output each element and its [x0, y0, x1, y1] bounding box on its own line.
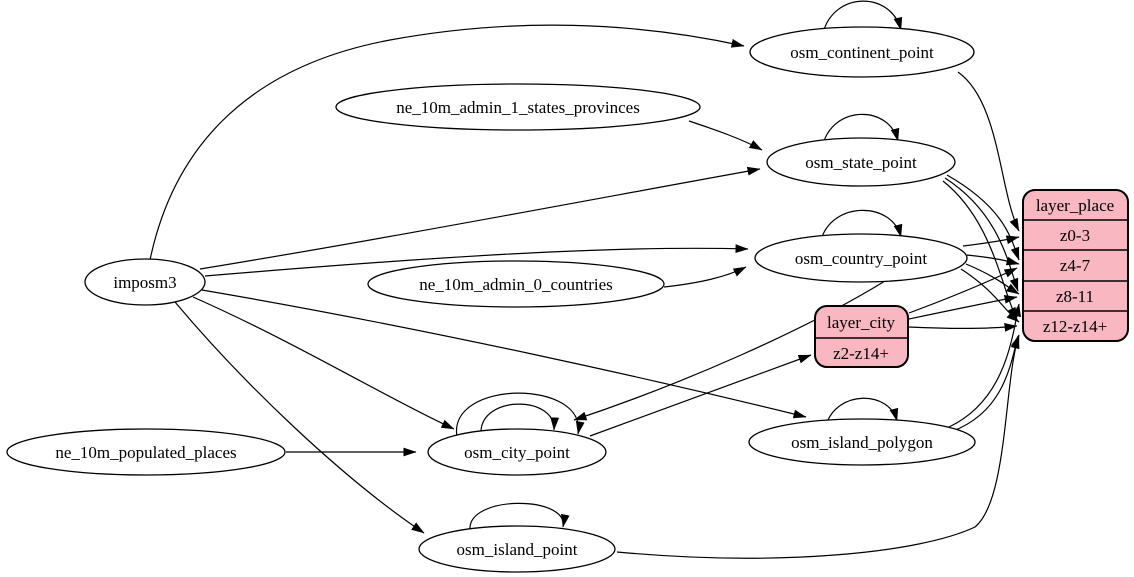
node-osm_country_point-label: osm_country_point	[795, 249, 927, 268]
edges-layer	[149, 0, 1022, 559]
node-ne_10m_populated_places: ne_10m_populated_places	[6, 428, 286, 476]
record-layer_place-title: layer_place	[1036, 196, 1114, 215]
node-osm_state_point: osm_state_point	[766, 137, 956, 187]
edge-imposm3-osm_city_point	[192, 296, 455, 430]
node-osm_city_point-label: osm_city_point	[464, 443, 570, 462]
self-loop-osm_continent_point	[822, 0, 903, 34]
edge-layer_city-layer_place-z8-11	[908, 294, 1018, 320]
self-loop-osm_city_point-outer	[456, 392, 585, 438]
node-ne_10m_populated_places-shape	[6, 428, 286, 476]
node-osm_country_point: osm_country_point	[754, 233, 968, 283]
node-imposm3: imposm3	[84, 258, 206, 306]
node-osm_island_point-label: osm_island_point	[457, 540, 578, 559]
nodes-layer: imposm3 ne_10m_admin_1_states_provinces …	[6, 26, 976, 573]
node-ne_10m_populated_places-label: ne_10m_populated_places	[55, 443, 236, 462]
edge-osm_country_point-layer_place-z0-3	[962, 235, 1020, 247]
self-loop-osm_country_point	[820, 209, 903, 241]
node-ne_10m_admin_0_countries: ne_10m_admin_0_countries	[367, 260, 665, 308]
edge-osm_continent_point-layer_place-z0-3	[957, 71, 1020, 232]
node-ne_10m_admin_1_states_provinces: ne_10m_admin_1_states_provinces	[335, 83, 701, 131]
node-osm_island_polygon: osm_island_polygon	[748, 418, 976, 466]
edge-imposm3-osm_country_point	[204, 244, 749, 277]
node-osm_island_point: osm_island_point	[418, 525, 616, 573]
node-osm_country_point-shape	[754, 233, 968, 283]
edge-osm_island_polygon-layer_place-z8-11	[948, 303, 1022, 428]
node-ne_10m_admin_1_states_provinces-shape	[335, 83, 701, 131]
node-osm_island_polygon-shape	[748, 418, 976, 466]
record-layer_city-box	[814, 305, 909, 368]
node-osm_state_point-shape	[766, 137, 956, 187]
node-osm_state_point-label: osm_state_point	[805, 153, 917, 172]
edge-layer_city-layer_place-z12-z14	[908, 323, 1018, 332]
record-layer_place-row-z0-3: z0-3	[1060, 226, 1090, 245]
edge-imposm3-osm_continent_point	[149, 24, 745, 261]
node-osm_city_point-shape	[427, 428, 607, 476]
edge-osm_island_polygon-layer_place-z12-z14	[952, 335, 1020, 432]
self-loop-osm_state_point	[822, 113, 900, 145]
edge-osm_state_point-layer_place-z8-11	[944, 177, 1019, 292]
edge-imposm3-osm_state_point	[199, 166, 761, 270]
node-osm_continent_point-label: osm_continent_point	[790, 43, 934, 62]
node-imposm3-label: imposm3	[113, 273, 176, 292]
record-layer_place: layer_place z0-3 z4-7 z8-11 z12-z14+	[1022, 189, 1129, 342]
edge-ne_10m_admin_0_countries-osm_country_point	[663, 266, 747, 288]
record-layer_city: layer_city z2-z14+	[814, 305, 909, 368]
record-layer_place-box	[1022, 189, 1129, 342]
node-imposm3-shape	[84, 258, 206, 306]
node-osm_island_point-shape	[418, 525, 616, 573]
edge-layer_city-layer_place-z4-7	[908, 267, 1018, 314]
edge-osm_island_point-layer_place-z12-z14	[616, 334, 1020, 559]
record-layer_city-row-z2-z14: z2-z14+	[833, 344, 889, 363]
record-layer_place-row-z12-z14: z12-z14+	[1043, 317, 1107, 336]
edge-imposm3-osm_island_polygon	[201, 289, 807, 419]
edge-osm_country_point-osm_city_point	[573, 280, 886, 421]
self-loop-osm_island_polygon	[825, 397, 899, 426]
record-layer_city-title: layer_city	[827, 313, 895, 332]
node-osm_continent_point-shape	[749, 26, 975, 78]
edge-osm_country_point-layer_place-z4-7	[966, 254, 1020, 266]
node-osm_city_point: osm_city_point	[427, 428, 607, 476]
self-loop-osm_city_point-inner	[480, 403, 560, 434]
self-loop-osm_island_point	[469, 502, 570, 531]
edge-ne_10m_admin_1_states_provinces-osm_state_point	[688, 120, 763, 151]
node-ne_10m_admin_0_countries-label: ne_10m_admin_0_countries	[419, 275, 613, 294]
record-layer_place-row-z8-11: z8-11	[1056, 287, 1094, 306]
node-ne_10m_admin_0_countries-shape	[367, 260, 665, 308]
edge-osm_state_point-layer_place-z4-7	[946, 174, 1020, 261]
node-osm_continent_point: osm_continent_point	[749, 26, 975, 78]
edge-osm_country_point-layer_place-z12-z14	[960, 268, 1020, 323]
edge-osm_country_point-layer_place-z8-11	[965, 263, 1020, 295]
record-layer_place-row-z4-7: z4-7	[1060, 256, 1091, 275]
node-osm_island_polygon-label: osm_island_polygon	[791, 433, 933, 452]
node-ne_10m_admin_1_states_provinces-label: ne_10m_admin_1_states_provinces	[396, 98, 640, 117]
edge-osm_city_point-layer_city-z2-z14	[589, 354, 812, 437]
edge-imposm3-osm_island_point	[174, 301, 425, 534]
edge-osm_state_point-layer_place-z12-z14	[942, 180, 1018, 321]
